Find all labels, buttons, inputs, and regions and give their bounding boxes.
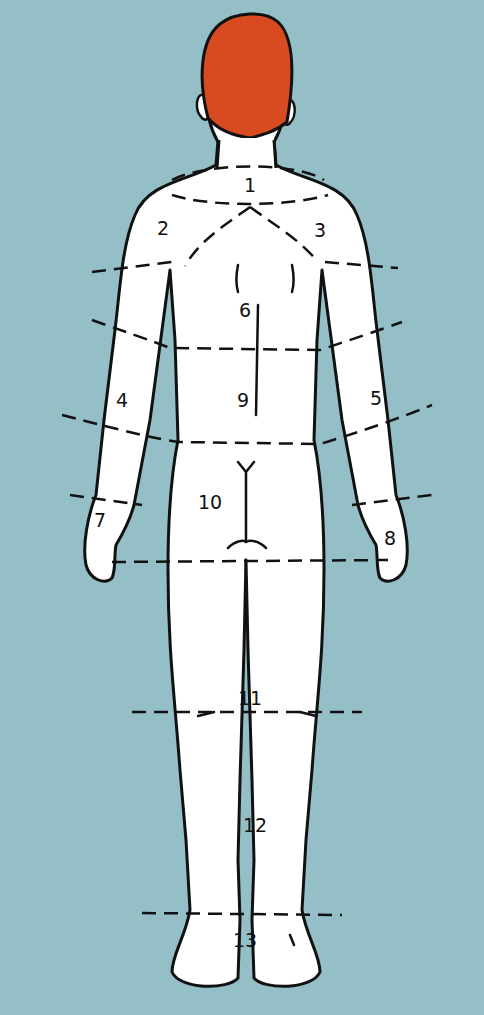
region-number: 3 bbox=[314, 221, 326, 240]
region-number: 7 bbox=[94, 511, 106, 530]
region-boundaries bbox=[62, 166, 432, 915]
body-outline bbox=[85, 140, 408, 986]
region-number: 2 bbox=[157, 219, 169, 238]
region-number: 12 bbox=[243, 816, 267, 835]
region-number: 9 bbox=[237, 391, 249, 410]
region-number: 13 bbox=[233, 931, 257, 950]
head bbox=[197, 14, 295, 170]
region-number: 11 bbox=[238, 689, 262, 708]
body-details bbox=[198, 265, 316, 945]
region-number: 5 bbox=[370, 389, 382, 408]
region-number: 4 bbox=[116, 391, 128, 410]
region-number: 8 bbox=[384, 529, 396, 548]
region-number: 6 bbox=[239, 301, 251, 320]
region-number: 10 bbox=[198, 493, 222, 512]
region-number: 1 bbox=[244, 176, 256, 195]
